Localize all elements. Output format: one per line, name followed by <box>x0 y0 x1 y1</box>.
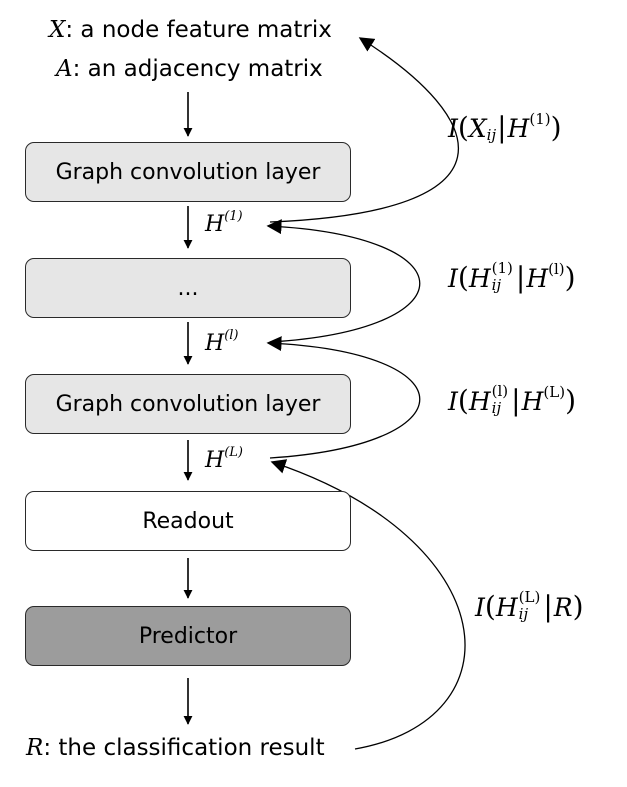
graph-convolution-layer-2: Graph convolution layer <box>25 374 351 434</box>
hl-base: H <box>205 331 225 356</box>
predictor-block: Predictor <box>25 606 351 666</box>
mi4-var: H <box>495 592 518 622</box>
hL-base: H <box>205 448 225 473</box>
mi-term-hl-hL: I(H(l)ij|H(L)) <box>448 382 577 417</box>
mi3-var: H <box>468 386 491 416</box>
mi-term-hL-r: I(H(L)ij|R) <box>475 588 584 623</box>
mi2-var-sup: (1) <box>491 259 513 277</box>
curve-h1-to-x <box>269 37 459 223</box>
readout-block: Readout <box>25 491 351 551</box>
r-description: : the classification result <box>43 735 325 761</box>
graph-convolution-layer-1: Graph convolution layer <box>25 142 351 202</box>
hidden-hl: H(l) <box>205 329 239 356</box>
x-description: : a node feature matrix <box>65 17 332 43</box>
mi4-var-sup: (L) <box>518 588 541 606</box>
predictor-label: Predictor <box>138 623 238 649</box>
gcl1-label: Graph convolution layer <box>55 159 321 185</box>
h1-base: H <box>205 212 225 237</box>
mi1-I: I <box>448 113 458 143</box>
mi-term-h1-hl: I(H(1)ij|H(l)) <box>448 259 576 294</box>
input-x-line: X: a node feature matrix <box>49 19 332 42</box>
gcl2-label: Graph convolution layer <box>55 391 321 417</box>
mi2-cond: H <box>526 263 549 293</box>
x-symbol: X <box>49 17 66 43</box>
hidden-hL: H(L) <box>205 446 243 473</box>
input-a-line: A: an adjacency matrix <box>56 58 323 81</box>
mi1-var: X <box>468 113 487 143</box>
ellipsis-layer: ... <box>25 258 351 318</box>
mi4-cond: R <box>553 592 573 622</box>
mi1-cond: H <box>507 113 530 143</box>
mi1-cond-sup: (1) <box>529 109 551 128</box>
result-line: R: the classification result <box>26 737 325 760</box>
curve-r-to-hL <box>270 459 466 750</box>
mi2-sub: ij <box>491 276 502 294</box>
mi4-I: I <box>475 592 485 622</box>
mi3-I: I <box>448 386 458 416</box>
a-symbol: A <box>56 56 73 82</box>
mi3-sub: ij <box>491 399 502 417</box>
mi3-cond-sup: (L) <box>543 382 566 401</box>
r-symbol: R <box>26 735 44 761</box>
mi1-sub: ij <box>486 125 497 144</box>
mi2-cond-sup: (l) <box>548 259 565 278</box>
hidden-h1: H(1) <box>205 210 243 237</box>
hL-sup: (L) <box>224 445 243 460</box>
mi4-sub: ij <box>518 605 529 623</box>
ellipsis-label: ... <box>177 275 199 301</box>
curve-hL-to-hl <box>266 336 421 459</box>
mi3-var-sup: (l) <box>491 382 509 400</box>
mi2-I: I <box>448 263 458 293</box>
curve-hl-to-h1 <box>266 219 421 343</box>
readout-label: Readout <box>142 508 234 534</box>
h1-sup: (1) <box>224 209 243 224</box>
hl-sup: (l) <box>224 328 239 343</box>
mi3-cond: H <box>521 386 544 416</box>
mi2-var: H <box>468 263 491 293</box>
a-description: : an adjacency matrix <box>72 56 323 82</box>
